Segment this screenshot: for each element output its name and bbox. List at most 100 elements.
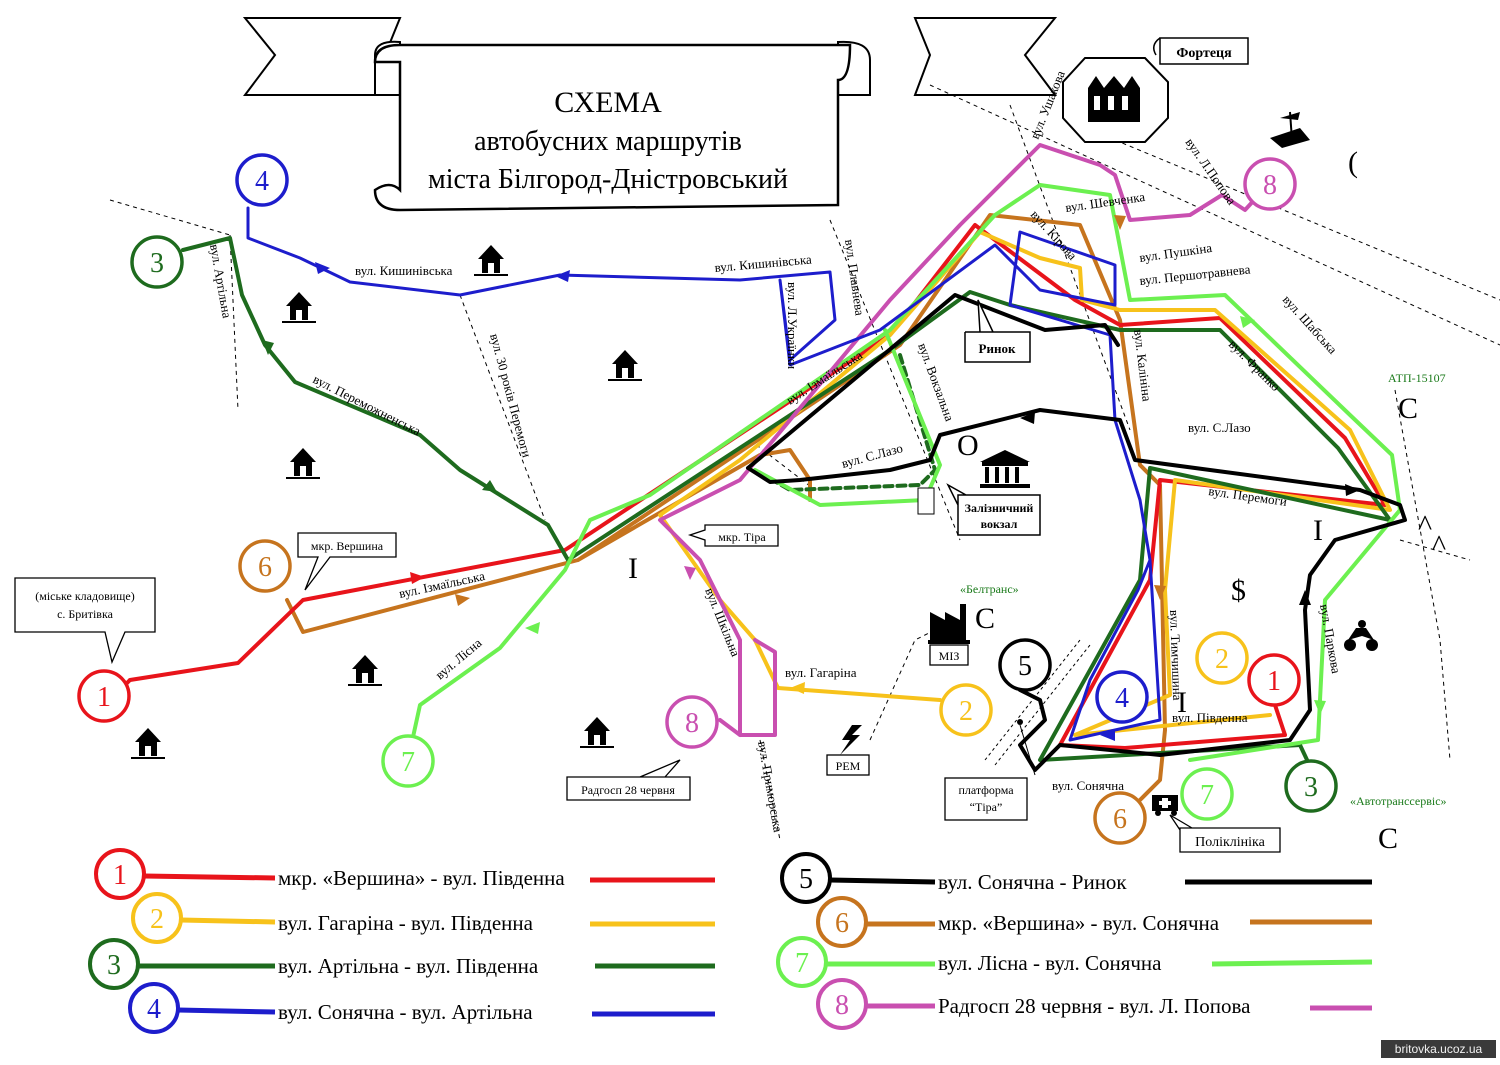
routes xyxy=(128,143,1407,802)
letter-c-2: С xyxy=(975,602,995,635)
watermark: britovka.ucoz.ua xyxy=(1381,1040,1496,1058)
arrow xyxy=(790,682,805,694)
miz-callout: МІЗ xyxy=(929,644,969,666)
arrow xyxy=(1299,590,1311,605)
market-label: Ринок xyxy=(979,341,1016,356)
route-3-badge-circle xyxy=(1284,759,1338,813)
fortress-label-scroll: Фортеця xyxy=(1153,37,1249,65)
street-gagarina: вул. Гагаріна xyxy=(785,665,857,680)
legend-item-5: 5 вул. Сонячна - Ринок xyxy=(780,852,1372,904)
arrow xyxy=(1020,412,1035,424)
cemetery-callout: (міське кладовище) с. Бритівка xyxy=(14,577,156,665)
railway-station-icon xyxy=(980,450,1030,488)
legend-label-3: вул. Артільна - вул. Південна xyxy=(278,954,539,978)
radhosp-label: Радгосп 28 червня xyxy=(581,783,675,797)
legend-label-8: Радгосп 28 червня - вул. Л. Попова xyxy=(938,994,1251,1018)
title-line1: СХЕМА xyxy=(554,86,662,119)
station-label-1: Залізничний xyxy=(965,501,1034,515)
house-icon xyxy=(348,655,382,686)
legend-label-7: вул. Лісна - вул. Сонячна xyxy=(938,951,1162,975)
arrow xyxy=(1114,215,1126,230)
route-1-badge: 1 xyxy=(1267,666,1281,697)
legend-num-2: 2 xyxy=(150,904,164,935)
route-3-badge-circle xyxy=(130,235,184,289)
route-2-badge-circle xyxy=(1195,631,1249,685)
legend-label-4: вул. Сонячна - вул. Артільна xyxy=(278,1000,533,1024)
lightning-icon xyxy=(840,725,862,755)
motorcycle-icon xyxy=(1344,620,1378,651)
arrow xyxy=(1240,316,1255,328)
miz-label: МІЗ xyxy=(939,649,960,663)
route-6-badge-circle xyxy=(1093,791,1147,845)
rem-label: РЕМ xyxy=(836,759,861,773)
route-1-badge-circle xyxy=(77,669,131,723)
rem-callout: РЕМ xyxy=(826,754,870,776)
beltrans-label: «Белтранс» xyxy=(960,582,1019,596)
arrow xyxy=(1154,585,1166,600)
route-4-badge-circle xyxy=(235,153,289,207)
legend-item-3: 3 вул. Артільна - вул. Південна xyxy=(88,938,715,990)
house-icon xyxy=(286,448,320,479)
letter-c-1: С xyxy=(1398,392,1418,425)
legend-label-6: мкр. «Вершина» - вул. Сонячна xyxy=(938,911,1220,935)
route-4-badge: 4 xyxy=(1115,683,1129,714)
route-4-badge: 4 xyxy=(255,166,269,197)
arrow xyxy=(262,340,274,355)
letter-caret-1: ^ xyxy=(1418,509,1432,542)
vershyna-label: мкр. Вершина xyxy=(311,539,384,553)
legend-num-5: 5 xyxy=(799,864,813,895)
letter-caret-2: ^ xyxy=(1432,529,1446,562)
route-7-badge: 7 xyxy=(401,747,415,778)
beach-icon xyxy=(1270,111,1310,148)
street-pushkina: вул. Пушкіна xyxy=(1138,240,1213,265)
route-6-badge: 6 xyxy=(258,552,272,583)
platform-label-2: “Тіра” xyxy=(970,800,1003,814)
route-8-badge: 8 xyxy=(1263,170,1277,201)
arrow xyxy=(1314,700,1326,715)
station-callout: Залізничний вокзал xyxy=(946,483,1041,536)
arrow xyxy=(1100,729,1115,741)
arrow xyxy=(555,270,570,282)
station-rect xyxy=(917,487,935,515)
route-8-line xyxy=(658,143,1270,737)
legend-label-2: вул. Гагаріна - вул. Південна xyxy=(278,911,534,935)
route-3-badge: 3 xyxy=(1304,772,1318,803)
letter-paren: ( xyxy=(1348,146,1358,179)
street-kalinina: вул. Калініна xyxy=(1131,329,1155,403)
route-1-badge-circle xyxy=(1247,653,1301,707)
arrow xyxy=(455,594,470,606)
clinic-label: Поліклініка xyxy=(1195,835,1265,850)
route-arrows xyxy=(262,215,1360,741)
route-3-badge: 3 xyxy=(150,248,164,279)
route-1-badge: 1 xyxy=(97,682,111,713)
street-prymorska: вул. Приморська xyxy=(755,740,786,834)
street-pivdenna: вул. Південна xyxy=(1172,710,1248,725)
legend-num-8: 8 xyxy=(835,990,849,1021)
route-7-badge: 7 xyxy=(1200,780,1214,811)
arrow xyxy=(684,566,696,580)
fortress-label: Фортеця xyxy=(1176,46,1232,61)
ambulance-icon xyxy=(1152,795,1178,816)
tira-label: мкр. Тіра xyxy=(718,530,766,544)
legend-label-1: мкр. «Вершина» - вул. Південна xyxy=(278,866,565,890)
route-4-line xyxy=(246,206,1162,742)
legend-num-4: 4 xyxy=(147,994,161,1025)
tira-callout: мкр. Тіра xyxy=(687,524,779,547)
legend-item-2: 2 вул. Гагаріна - вул. Південна xyxy=(131,892,715,944)
arrow xyxy=(482,480,497,492)
route-1-line xyxy=(128,223,1387,750)
cemetery-label-2: с. Бритівка xyxy=(57,607,114,621)
letter-c-3: С xyxy=(1378,822,1398,855)
house-icon xyxy=(131,728,165,759)
landmarks: Фортеця Ринок Залізничний вокзал мкр. Ті… xyxy=(14,37,1447,853)
factory-icon xyxy=(928,604,970,644)
route-8-badge-circle xyxy=(1243,157,1297,211)
street-lazo-2: вул. С.Лазо xyxy=(1188,420,1251,435)
avtotrans-label: «Автотранссервіс» xyxy=(1350,794,1447,808)
fortress-icon xyxy=(1062,57,1169,143)
title-line3: міста Білгород-Дністровський xyxy=(428,164,788,195)
street-shabska: вул. Шабська xyxy=(1280,292,1341,357)
map-letters: О І І І С С С $ ^ ^ ( xyxy=(628,146,1446,855)
street-kyshynivska-2: вул. Кишинівська xyxy=(714,252,813,275)
letter-i-1: І xyxy=(628,552,638,585)
